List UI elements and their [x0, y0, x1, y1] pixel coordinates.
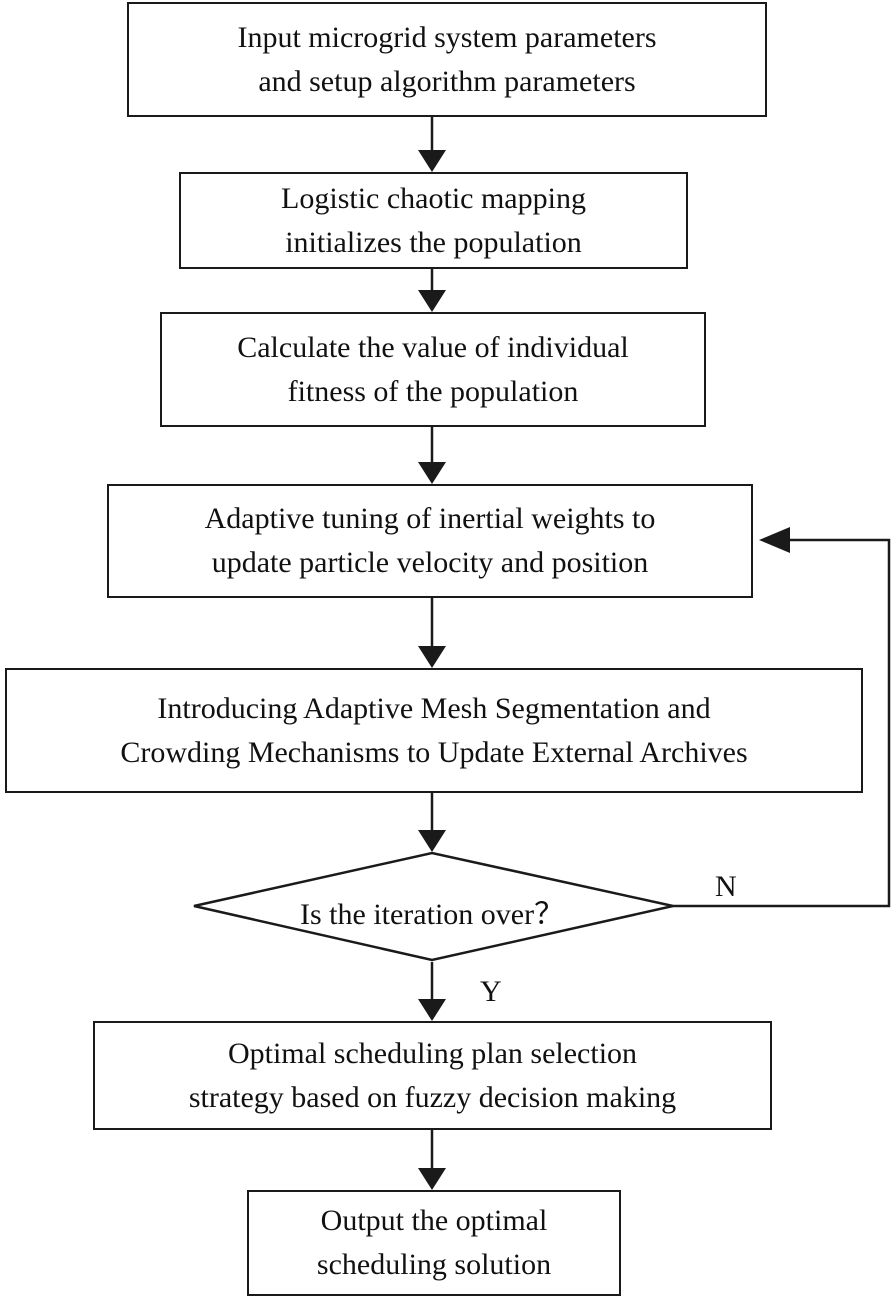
step-archive-line-1: Introducing Adaptive Mesh Segmentation a… [157, 691, 711, 725]
step-tuning-line-1: Adaptive tuning of inertial weights to [204, 502, 656, 535]
step-update-archives: Introducing Adaptive Mesh Segmentation a… [5, 668, 863, 793]
step-fitness-line-1: Calculate the value of individual [237, 330, 629, 364]
arrowhead-archive [418, 646, 446, 668]
step-output-line-2: scheduling solution [316, 1248, 552, 1281]
arrowhead-output [418, 1168, 446, 1190]
decision-label: Is the iteration over？ [300, 898, 565, 931]
branch-yes-label: Y [480, 975, 502, 1008]
branch-no-label: N [715, 870, 737, 903]
step-adaptive-tuning: Adaptive tuning of inertial weights to u… [107, 484, 753, 598]
decision-diamond [193, 851, 674, 962]
arrowhead-decision [418, 830, 446, 852]
step-init-line-1: Logistic chaotic mapping [281, 181, 586, 215]
step-input-parameters: Input microgrid system parameters and se… [127, 2, 767, 117]
loop-back-connector [673, 538, 891, 908]
step-input-line-1: Input microgrid system parameters [237, 20, 657, 54]
arrowhead-loop-back [759, 527, 790, 553]
arrowhead-tuning [418, 462, 446, 484]
step-tuning-line-2: update particle velocity and position [211, 546, 649, 579]
step-fitness-line-2: fitness of the population [287, 374, 579, 408]
arrowhead-selection [418, 999, 446, 1021]
step-selection-strategy: Optimal scheduling plan selection strate… [93, 1021, 772, 1130]
step-logistic-init: Logistic chaotic mapping initializes the… [179, 172, 688, 269]
arrowhead-init [418, 150, 446, 172]
step-output-line-1: Output the optimal [320, 1204, 548, 1237]
arrowhead-fitness [418, 290, 446, 312]
step-output-solution: Output the optimal scheduling solution [247, 1190, 621, 1296]
step-calculate-fitness: Calculate the value of individual fitnes… [160, 312, 706, 427]
step-init-line-2: initializes the population [285, 225, 582, 259]
step-archive-line-2: Crowding Mechanisms to Update External A… [120, 735, 748, 769]
step-selection-line-2: strategy based on fuzzy decision making [188, 1080, 677, 1114]
step-input-line-2: and setup algorithm parameters [258, 64, 636, 98]
step-selection-line-1: Optimal scheduling plan selection [227, 1036, 638, 1070]
